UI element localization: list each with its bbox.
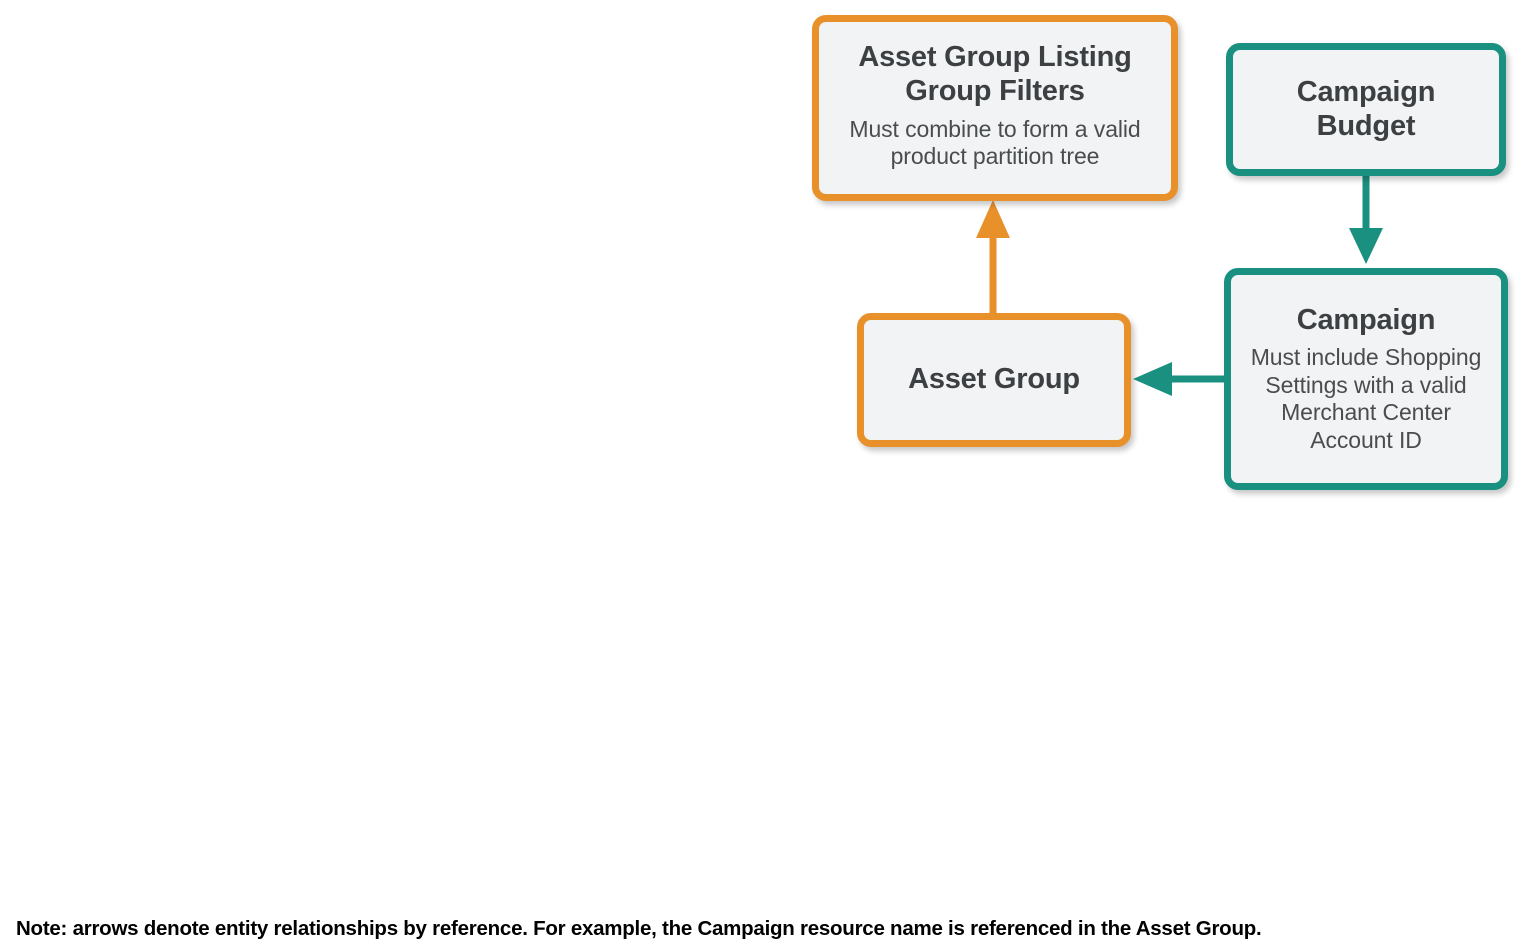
edge-campaign-to-asset-group	[1133, 362, 1228, 396]
node-title: Campaign Budget	[1296, 75, 1436, 142]
node-title: Asset Group Listing Group Filters	[858, 41, 1132, 107]
edge-campaign-budget-to-campaign	[1349, 172, 1383, 264]
node-campaign-budget[interactable]: Campaign Budget	[1226, 43, 1506, 176]
diagram-footnote: Note: arrows denote entity relationships…	[16, 917, 1262, 940]
edge-asset-group-to-listing-group-filters	[976, 200, 1010, 316]
node-subtitle: Must combine to form a valid product par…	[849, 115, 1141, 170]
node-title: Asset Group	[908, 363, 1080, 396]
node-campaign[interactable]: Campaign Must include Shopping Settings …	[1224, 268, 1508, 490]
node-asset-group-listing-group-filters[interactable]: Asset Group Listing Group Filters Must c…	[812, 15, 1178, 201]
node-title: Campaign	[1296, 303, 1436, 336]
node-asset-group[interactable]: Asset Group	[857, 313, 1131, 447]
node-subtitle: Must include Shopping Settings with a va…	[1250, 344, 1482, 453]
